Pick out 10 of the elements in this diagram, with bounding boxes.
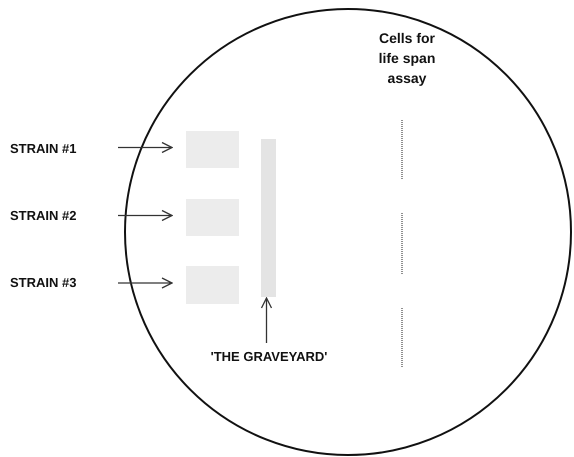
strain-label: STRAIN #2 [10, 208, 110, 226]
arrow [118, 277, 173, 289]
region-label: 'THE GRAVEYARD' [199, 349, 339, 367]
strain-label: STRAIN #3 [10, 275, 110, 293]
arrow [260, 297, 272, 343]
petri-dish [124, 8, 572, 456]
graveyard-strip [261, 139, 276, 297]
arrow [118, 142, 173, 154]
strain-label: STRAIN #1 [10, 141, 110, 159]
annotation-label: Cells for life span assay [378, 29, 436, 88]
